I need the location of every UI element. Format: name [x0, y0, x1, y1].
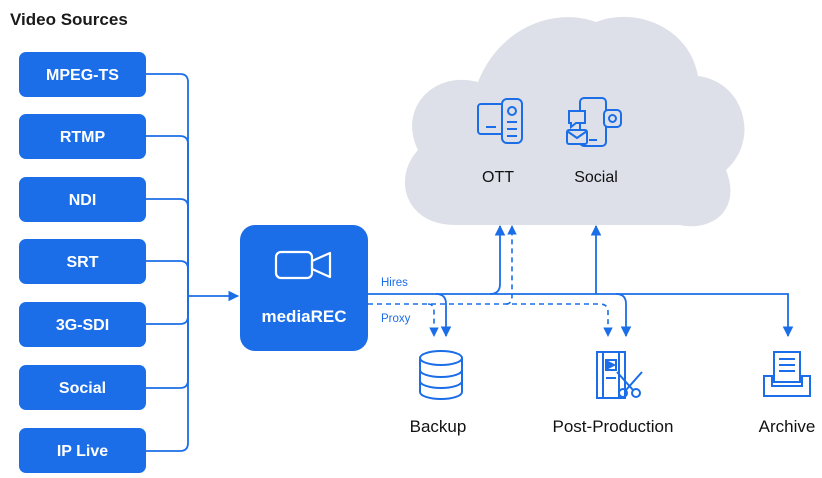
database-icon — [419, 350, 463, 400]
source-label: IP Live — [57, 443, 108, 460]
diagram-title: Video Sources — [10, 10, 128, 29]
source-box-iplive: IP Live — [19, 428, 146, 473]
ott-label: OTT — [482, 169, 514, 186]
source-box-social: Social — [19, 365, 146, 410]
source-box-rtmp: RTMP — [19, 114, 146, 159]
source-box-3gsdi: 3G-SDI — [19, 302, 146, 347]
tv-remote-icon — [477, 98, 523, 144]
source-connectors — [146, 73, 240, 452]
hires-label: Hires — [381, 277, 408, 289]
source-box-srt: SRT — [19, 239, 146, 284]
source-label: SRT — [67, 254, 99, 271]
video-camera-icon — [274, 250, 332, 280]
source-label: MPEG-TS — [46, 67, 119, 84]
archive-tray-icon — [763, 351, 811, 397]
post-production-label: Post-Production — [553, 417, 674, 436]
mediarec-label: mediaREC — [261, 307, 346, 326]
source-label: Social — [59, 380, 106, 397]
archive-label: Archive — [759, 417, 816, 436]
backup-label: Backup — [410, 417, 467, 436]
source-label: NDI — [69, 192, 97, 209]
mobile-social-icon — [566, 97, 622, 147]
source-box-ndi: NDI — [19, 177, 146, 222]
source-label: 3G-SDI — [56, 317, 109, 334]
mediarec-box: mediaREC — [240, 225, 368, 351]
hires-lines — [368, 224, 794, 338]
film-scissors-icon — [596, 351, 643, 399]
proxy-lines — [368, 225, 613, 337]
social-label: Social — [574, 169, 618, 186]
source-box-mpegts: MPEG-TS — [19, 52, 146, 97]
source-label: RTMP — [60, 129, 106, 146]
proxy-label: Proxy — [381, 313, 411, 325]
